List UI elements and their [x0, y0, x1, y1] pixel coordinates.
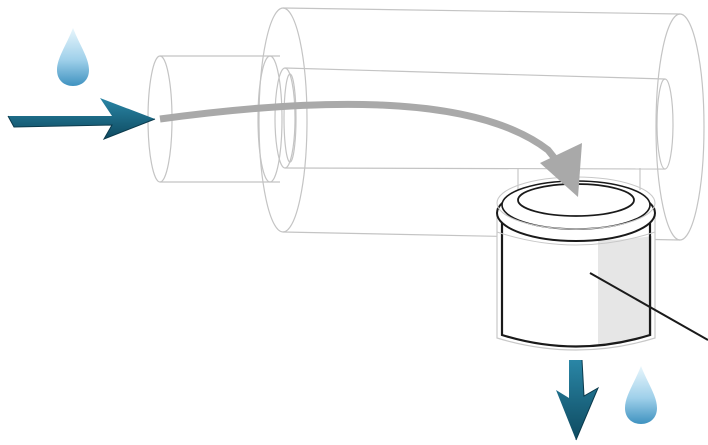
outlet-connector [517, 168, 641, 190]
flow-arrow [159, 100, 582, 197]
water-drop-icon [57, 28, 89, 86]
filter-cup [496, 176, 656, 351]
housing-cylinder [258, 7, 705, 241]
water-drop-icon [625, 366, 657, 424]
outlet-arrow-icon [556, 359, 600, 441]
inlet-arrow-icon [7, 98, 156, 140]
leader-line [589, 272, 708, 341]
